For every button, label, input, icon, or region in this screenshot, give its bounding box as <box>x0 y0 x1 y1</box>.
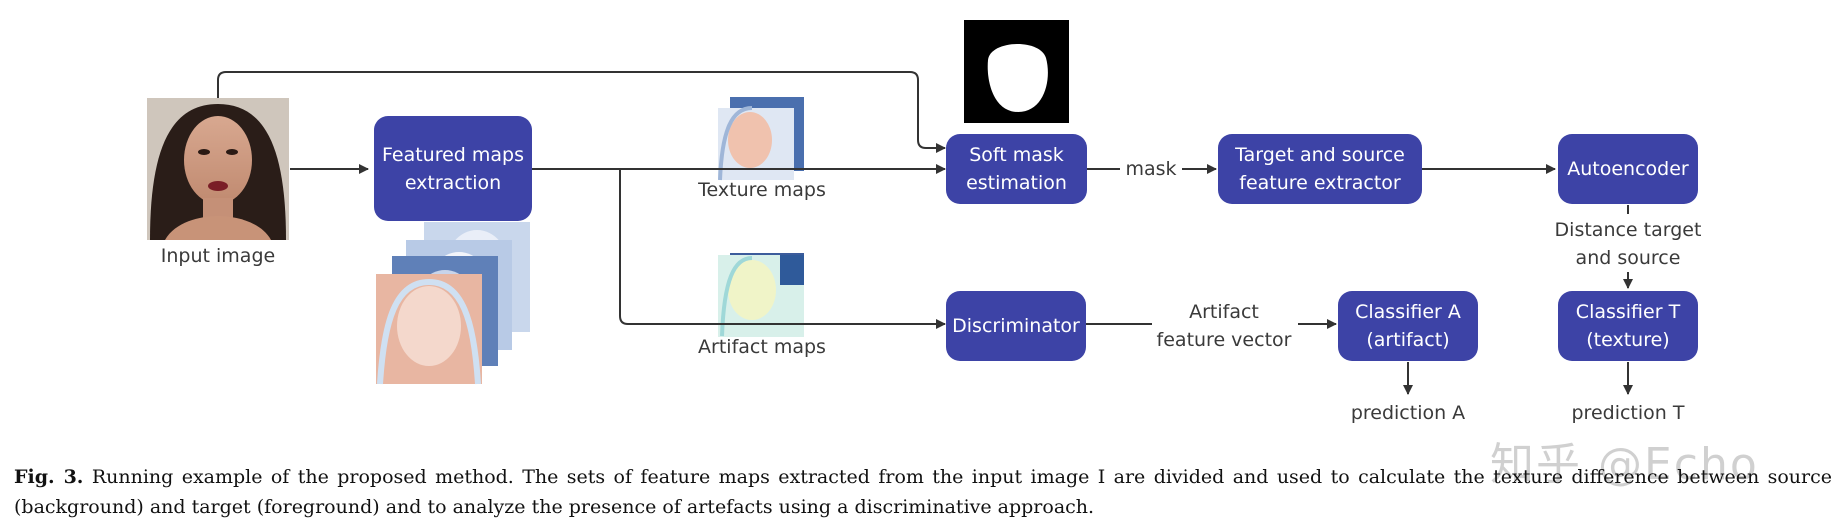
connector-layer <box>147 20 1633 395</box>
autoencoder-node: Autoencoder <box>1558 134 1698 204</box>
artifact-maps-label: Artifact maps <box>698 336 826 358</box>
figure-caption: Fig. 3. Running example of the proposed … <box>14 462 1832 522</box>
artifact-feature-vector-label: Artifact feature vector <box>1156 301 1292 351</box>
input-image-thumbnail <box>147 98 289 240</box>
caption-label: Fig. 3. <box>14 466 84 488</box>
texture-maps-thumbnail <box>718 97 804 181</box>
connectors <box>217 71 1633 395</box>
classifier-a-node: Classifier A (artifact) <box>1338 291 1478 361</box>
arrow-extraction-to-discriminator <box>619 169 946 329</box>
texture-maps-label: Texture maps <box>698 179 826 201</box>
featured-maps-extraction-node: Featured maps extraction <box>374 116 532 221</box>
caption-text: Running example of the proposed method. … <box>14 466 1832 518</box>
discriminator-node: Discriminator <box>946 291 1086 361</box>
target-source-feature-extractor-node: Target and source feature extractor <box>1218 134 1422 204</box>
mask-label: mask <box>1125 158 1177 180</box>
arrow-input-to-softmask <box>217 71 946 153</box>
watermark: 知乎 @Echo <box>1490 439 1759 490</box>
input-image-label: Input image <box>160 245 276 267</box>
feature-maps-stack <box>376 222 530 385</box>
soft-mask-estimation-node: Soft mask estimation <box>946 134 1087 204</box>
distance-target-source-label: Distance target and source <box>1554 219 1702 269</box>
prediction-t-label: prediction T <box>1571 402 1685 424</box>
classifier-t-node: Classifier T (texture) <box>1558 291 1698 361</box>
prediction-a-label: prediction A <box>1350 402 1466 424</box>
mask-image <box>964 20 1069 123</box>
